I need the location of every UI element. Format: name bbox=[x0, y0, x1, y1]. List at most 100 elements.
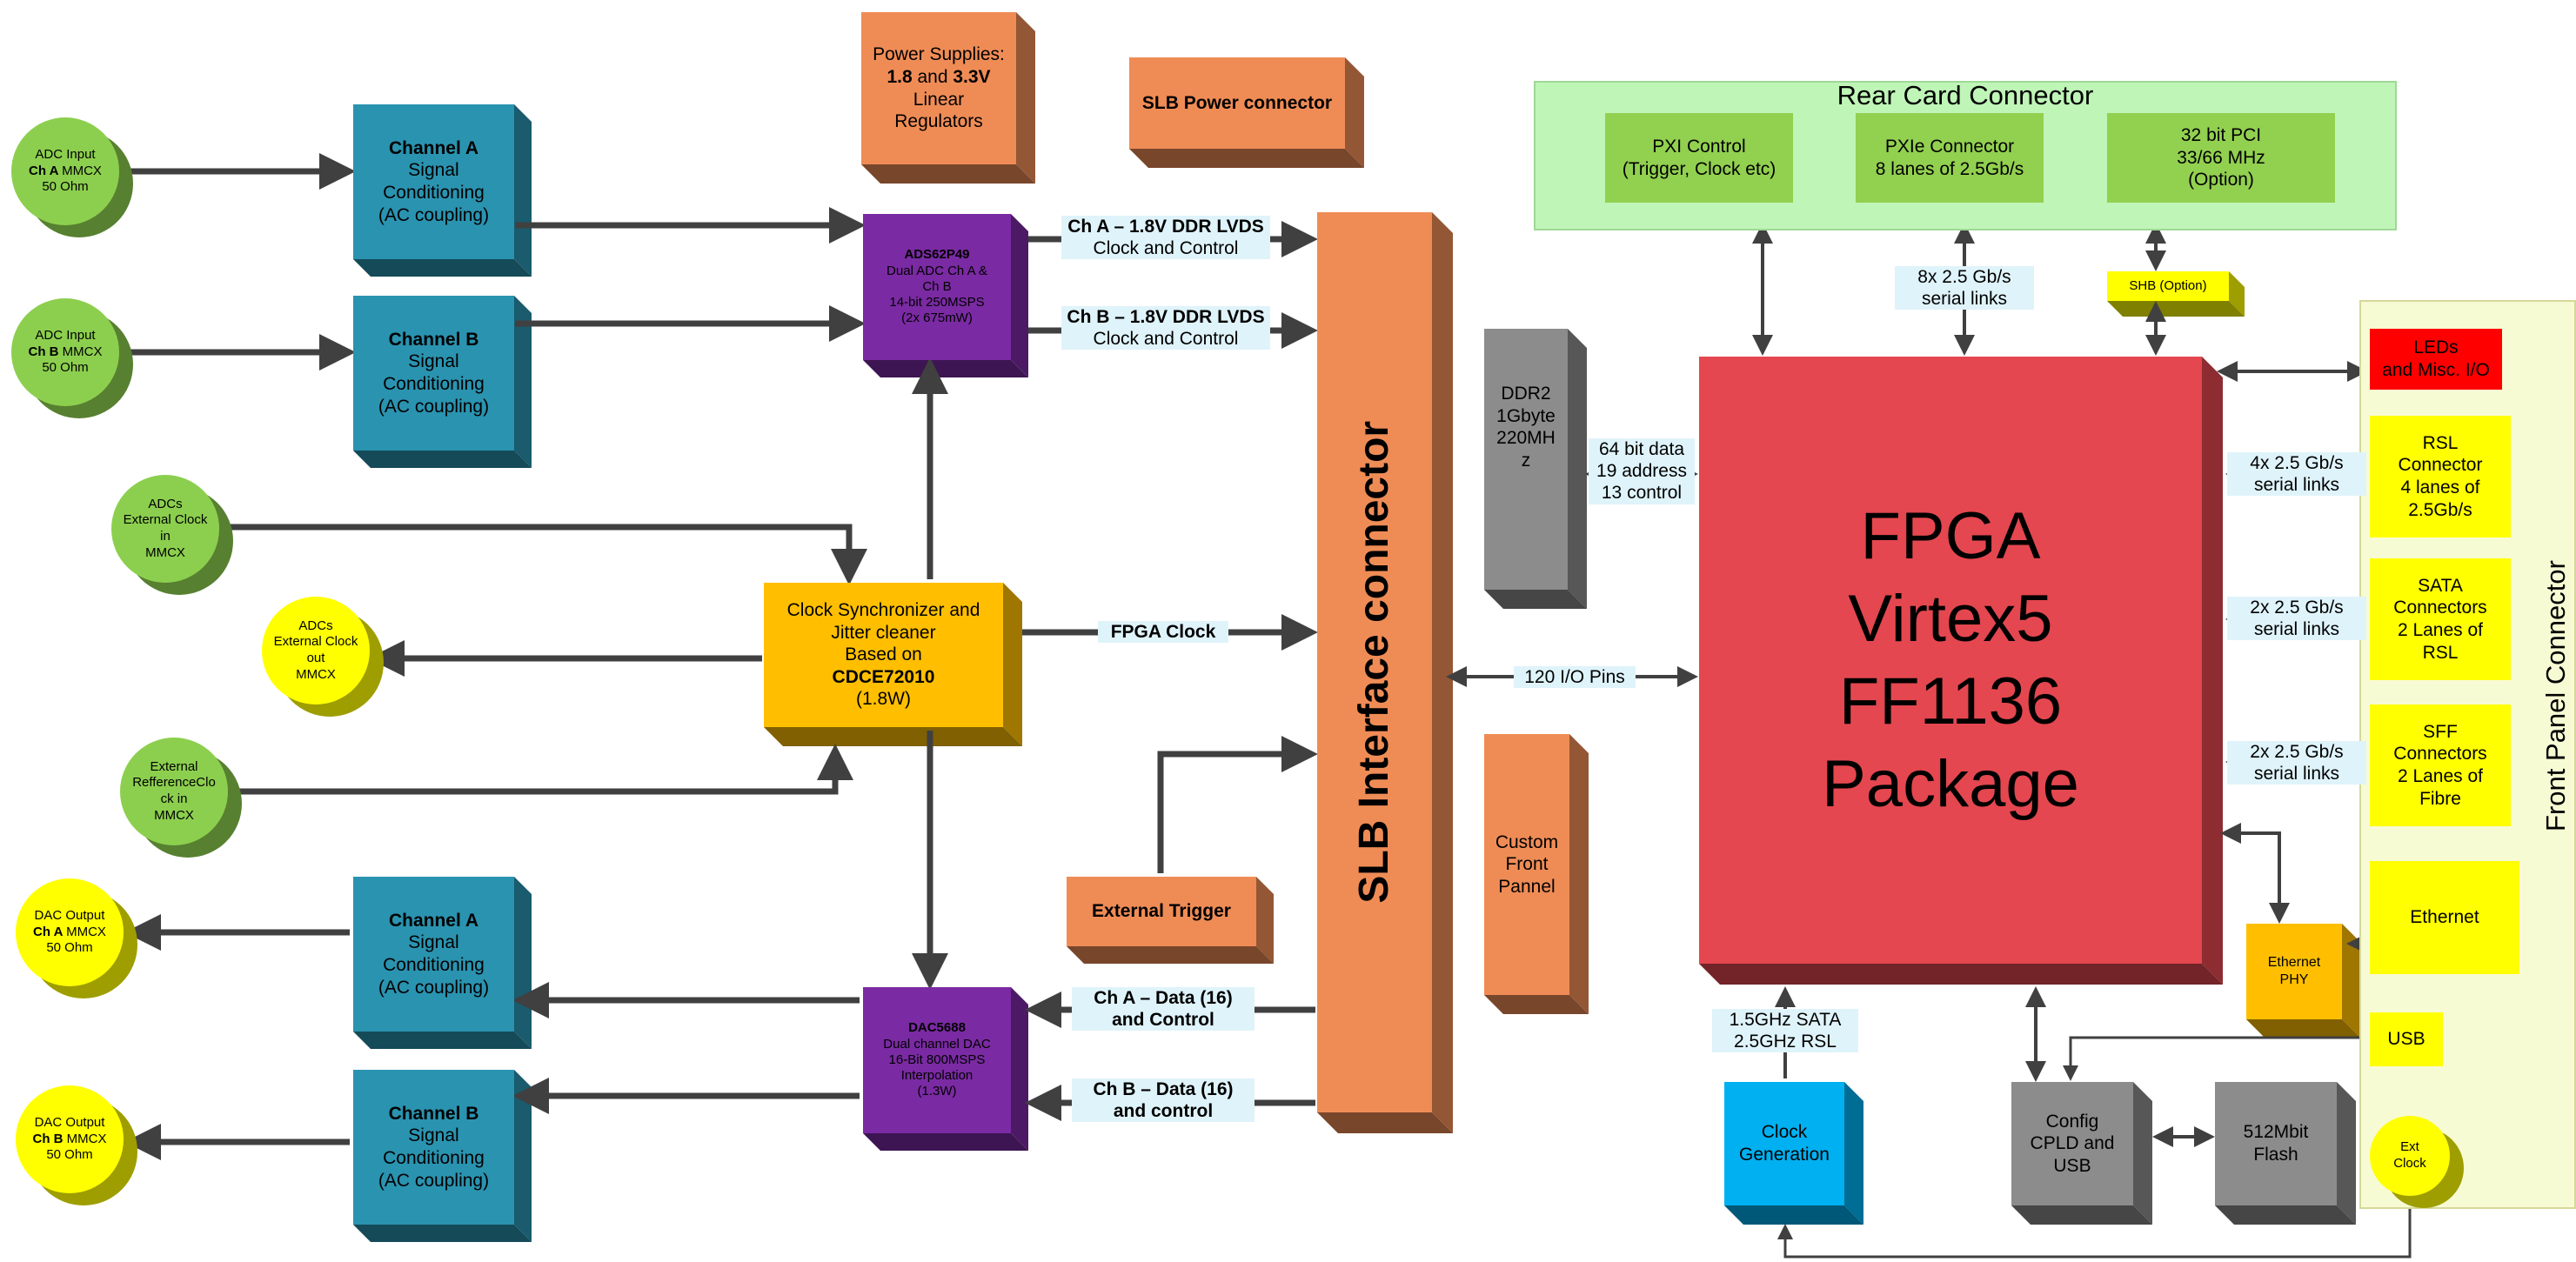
channel-desc: (AC coupling) bbox=[378, 1170, 490, 1191]
channel-desc: Conditioning bbox=[383, 374, 485, 394]
bus-label-line: and control bbox=[1072, 1100, 1255, 1123]
channel-desc: Conditioning bbox=[383, 183, 485, 203]
flash-512mbit-block-bottom bbox=[2215, 1205, 2356, 1225]
bus-label-line: 19 address bbox=[1589, 460, 1695, 483]
slb-power-label: SLB Power connector bbox=[1141, 92, 1333, 113]
power-text: Regulators bbox=[894, 111, 983, 132]
clock-synchronizer-block-bottom bbox=[764, 727, 1022, 746]
ddr2-memory-block-bottom bbox=[1484, 590, 1587, 609]
ethernet-label: Ethernet bbox=[2410, 907, 2479, 928]
bus-label-line: 8x 2.5 Gb/s bbox=[1895, 266, 2034, 289]
bus-label-line: 2x 2.5 Gb/s bbox=[2227, 597, 2366, 619]
config-text: USB bbox=[2053, 1155, 2091, 1176]
sff-text: Fibre bbox=[2419, 788, 2461, 809]
power-text: Power Supplies: bbox=[873, 44, 1005, 65]
slb-interface-connector-block-bottom bbox=[1317, 1112, 1453, 1133]
bus-label-line: Ch B – 1.8V DDR LVDS bbox=[1061, 306, 1270, 329]
bus-label-line: and Control bbox=[1072, 1009, 1255, 1032]
channel-a-output-block-bottom bbox=[353, 1032, 532, 1049]
leds-text: LEDs bbox=[2413, 337, 2459, 358]
connector-label: Ch B MMCX bbox=[32, 1131, 107, 1146]
flash-text: Flash bbox=[2253, 1145, 2298, 1165]
config-cpld-usb-block-side bbox=[2133, 1082, 2152, 1225]
dac-dac5688-block-side bbox=[1011, 987, 1028, 1151]
arrow-fpga-eth-phy bbox=[2220, 823, 2290, 924]
connector-label: External bbox=[150, 758, 198, 774]
usb-block: USB bbox=[2370, 1012, 2443, 1066]
power-supplies-block-side bbox=[1016, 12, 1035, 184]
pxie-text: PXIe Connector bbox=[1884, 136, 2015, 157]
channel-b-input-block-side bbox=[514, 296, 532, 468]
connector-label: External Clock bbox=[273, 634, 358, 650]
custom-panel-text: Pannel bbox=[1498, 876, 1556, 897]
sff-text: Connectors bbox=[2393, 744, 2487, 765]
connector-label: External Clock bbox=[123, 512, 208, 528]
slb-interface-label: SLB Interface connector bbox=[1350, 421, 1397, 904]
connector-label: MMCX bbox=[296, 666, 336, 682]
ethernet-phy-block-side bbox=[2342, 924, 2359, 1037]
shb-label: SHB (Option) bbox=[2129, 277, 2207, 293]
adc-desc: 14-bit 250MSPS bbox=[889, 295, 985, 310]
bus-label-line: 4x 2.5 Gb/s bbox=[2227, 452, 2366, 475]
adc-title: ADS62P49 bbox=[904, 247, 970, 263]
config-text: CPLD and bbox=[2030, 1133, 2115, 1154]
adc-ads62p49-block-bottom bbox=[863, 360, 1028, 377]
arrow-ext-clk-in bbox=[219, 524, 867, 585]
connector-label: 50 Ohm bbox=[46, 1147, 93, 1163]
channel-desc: (AC coupling) bbox=[378, 204, 490, 225]
channel-title: Channel B bbox=[388, 1103, 479, 1124]
ddr2-text: DDR2 bbox=[1501, 384, 1551, 404]
bus-label-line: Clock and Control bbox=[1061, 328, 1270, 351]
fpga-text: FPGA bbox=[1860, 499, 2041, 573]
clock-gen-text: Generation bbox=[1739, 1145, 1830, 1165]
connector-label: 50 Ohm bbox=[46, 940, 93, 956]
connector-label: DAC Output bbox=[34, 1114, 105, 1130]
adc-desc: Dual ADC Ch A & bbox=[887, 263, 987, 278]
connector-label: Ext bbox=[2400, 1139, 2419, 1155]
bus-label-line: 1.5GHz SATA bbox=[1712, 1009, 1858, 1032]
connector-label: in bbox=[160, 529, 171, 544]
connector-label: Clock bbox=[2393, 1156, 2426, 1171]
clock-generation-block-side bbox=[1844, 1082, 1863, 1225]
pxie-text: 8 lanes of 2.5Gb/s bbox=[1875, 158, 2024, 179]
channel-a-input-block-side bbox=[514, 104, 532, 277]
eth-phy-text: Ethernet bbox=[2267, 955, 2321, 971]
rear-card-title: Rear Card Connector bbox=[1837, 80, 2094, 110]
ethernet-phy-block-bottom bbox=[2246, 1019, 2359, 1037]
connector-label: Ch A MMCX bbox=[29, 163, 102, 178]
connector-label: ck in bbox=[160, 791, 188, 806]
power-text: Linear bbox=[913, 89, 965, 110]
pxi-control-text: (Trigger, Clock etc) bbox=[1622, 158, 1776, 179]
connector-label: Ch A MMCX bbox=[33, 924, 106, 939]
flash-text: 512Mbit bbox=[2243, 1122, 2309, 1143]
bus-label-line: serial links bbox=[2227, 618, 2366, 641]
connector-label: RefferenceClo bbox=[132, 775, 216, 791]
custom-panel-text: Front bbox=[1505, 854, 1549, 875]
leds-text: and Misc. I/O bbox=[2382, 360, 2490, 380]
flash-512mbit-block-side bbox=[2337, 1082, 2356, 1225]
adc-ads62p49-block-side bbox=[1011, 214, 1028, 377]
dac-desc: 16-Bit 800MSPS bbox=[888, 1052, 986, 1067]
sata-text: Connectors bbox=[2393, 598, 2487, 618]
rsl-text: RSL bbox=[2422, 432, 2459, 453]
pci-text: 32 bit PCI bbox=[2180, 125, 2262, 146]
front-panel-title: Front Panel Connector bbox=[2540, 560, 2571, 831]
